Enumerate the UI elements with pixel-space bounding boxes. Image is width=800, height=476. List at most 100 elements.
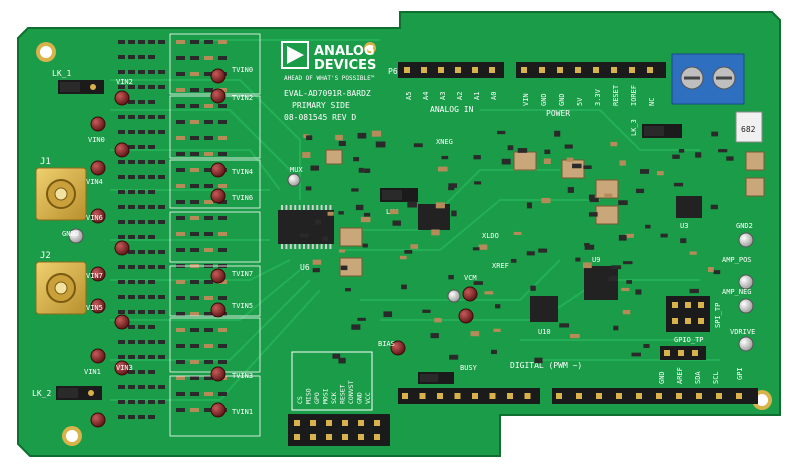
- smd-part: [176, 104, 185, 108]
- smd-part: [363, 168, 371, 173]
- smd-resistor: [138, 370, 145, 374]
- smd-part: [401, 284, 407, 290]
- header-digital[interactable]: [398, 388, 758, 404]
- jumper-lk2[interactable]: [56, 386, 102, 400]
- smd-part: [190, 408, 199, 412]
- header-spi[interactable]: [288, 414, 390, 446]
- smd-resistor: [148, 415, 155, 419]
- smd-resistor: [158, 385, 165, 389]
- vin-label: VIN0: [88, 136, 105, 144]
- smd-resistor: [138, 280, 145, 284]
- ic-pin: [307, 205, 310, 210]
- smd-part: [204, 136, 213, 140]
- pin-label: GND: [558, 93, 566, 106]
- smd-part: [392, 220, 401, 226]
- smd-part: [448, 187, 455, 191]
- smd-resistor: [128, 205, 135, 209]
- smd-part: [190, 152, 199, 156]
- screw-terminal[interactable]: [671, 53, 745, 105]
- header-p6-analog-in[interactable]: [398, 62, 504, 78]
- spi-label-box: [291, 351, 373, 411]
- header-pin: [696, 393, 702, 399]
- smd-resistor: [118, 175, 125, 179]
- header-pin: [326, 420, 332, 426]
- smd-part: [588, 212, 598, 217]
- smd-part: [448, 183, 458, 188]
- smd-part: [204, 232, 213, 236]
- smd-resistor: [148, 190, 155, 194]
- smd-part: [190, 296, 199, 300]
- vin-label: VIN3: [116, 364, 133, 372]
- smd-part: [190, 136, 199, 140]
- jumper-lk1[interactable]: [58, 80, 104, 94]
- smd-part: [190, 120, 199, 124]
- pin-label: RESET: [612, 84, 620, 106]
- sma-connector-j2[interactable]: [35, 261, 87, 315]
- jumper-lk4[interactable]: [380, 188, 418, 202]
- ic-pin: [281, 205, 283, 210]
- spi-pin-label: VCC: [364, 392, 372, 404]
- ic-u6: [278, 205, 334, 249]
- smd-resistor: [118, 415, 125, 419]
- header-power[interactable]: [516, 62, 666, 78]
- pin-label: IOREF: [630, 85, 638, 106]
- header-pin: [575, 67, 581, 73]
- header-gpio-tp[interactable]: [660, 346, 706, 360]
- header-pin: [676, 393, 682, 399]
- header-spi-tp[interactable]: [666, 296, 710, 332]
- smd-part: [708, 266, 714, 273]
- smd-part: [176, 136, 185, 140]
- header-pin: [507, 393, 513, 399]
- test-point-post: [462, 286, 478, 302]
- smd-resistor: [148, 55, 155, 59]
- gpio-tp-label: GPIO_TP: [674, 336, 704, 344]
- smd-resistor: [138, 295, 145, 299]
- smd-part: [176, 280, 185, 284]
- lk2-label: LK_2: [32, 389, 51, 398]
- smd-part: [635, 188, 645, 194]
- smd-part: [530, 285, 536, 291]
- test-point-post: [114, 360, 130, 376]
- smd-part: [305, 186, 312, 191]
- smd-resistor: [128, 130, 135, 134]
- smd-resistor: [138, 385, 145, 389]
- smd-part: [358, 167, 364, 173]
- pin-label: SDA: [694, 371, 702, 384]
- smd-part: [404, 250, 413, 254]
- smd-part: [611, 265, 622, 270]
- smd-part: [660, 233, 668, 238]
- smd-part: [656, 171, 664, 176]
- pin-label: 3.3V: [594, 88, 602, 106]
- smd-part: [353, 157, 360, 162]
- header-pin: [358, 420, 364, 426]
- header-pin: [636, 393, 642, 399]
- smd-resistor: [158, 205, 165, 209]
- ic-pin: [311, 205, 314, 210]
- smd-part: [619, 160, 626, 166]
- test-point-post: [210, 268, 226, 284]
- smd-part: [618, 200, 628, 206]
- smd-resistor: [118, 355, 125, 359]
- smd-part: [626, 280, 633, 284]
- jumper-busy[interactable]: [418, 372, 454, 384]
- smd-part: [621, 287, 630, 292]
- smd-resistor: [118, 160, 125, 164]
- smd-part: [218, 248, 227, 252]
- smd-resistor: [128, 85, 135, 89]
- smd-resistor: [128, 160, 135, 164]
- smd-part: [190, 232, 199, 236]
- sma-connector-j1[interactable]: [35, 167, 87, 221]
- smd-part: [510, 258, 517, 263]
- jumper-lk3[interactable]: [642, 124, 682, 138]
- smd-resistor: [148, 265, 155, 269]
- smd-part: [176, 248, 185, 252]
- gnd2-label: GND2: [736, 222, 753, 230]
- smd-part: [625, 233, 634, 238]
- smd-part: [610, 275, 618, 282]
- smd-part: [190, 200, 199, 204]
- smd-resistor: [128, 250, 135, 254]
- smd-part: [389, 209, 399, 215]
- smd-resistor: [128, 400, 135, 404]
- smd-part: [204, 296, 213, 300]
